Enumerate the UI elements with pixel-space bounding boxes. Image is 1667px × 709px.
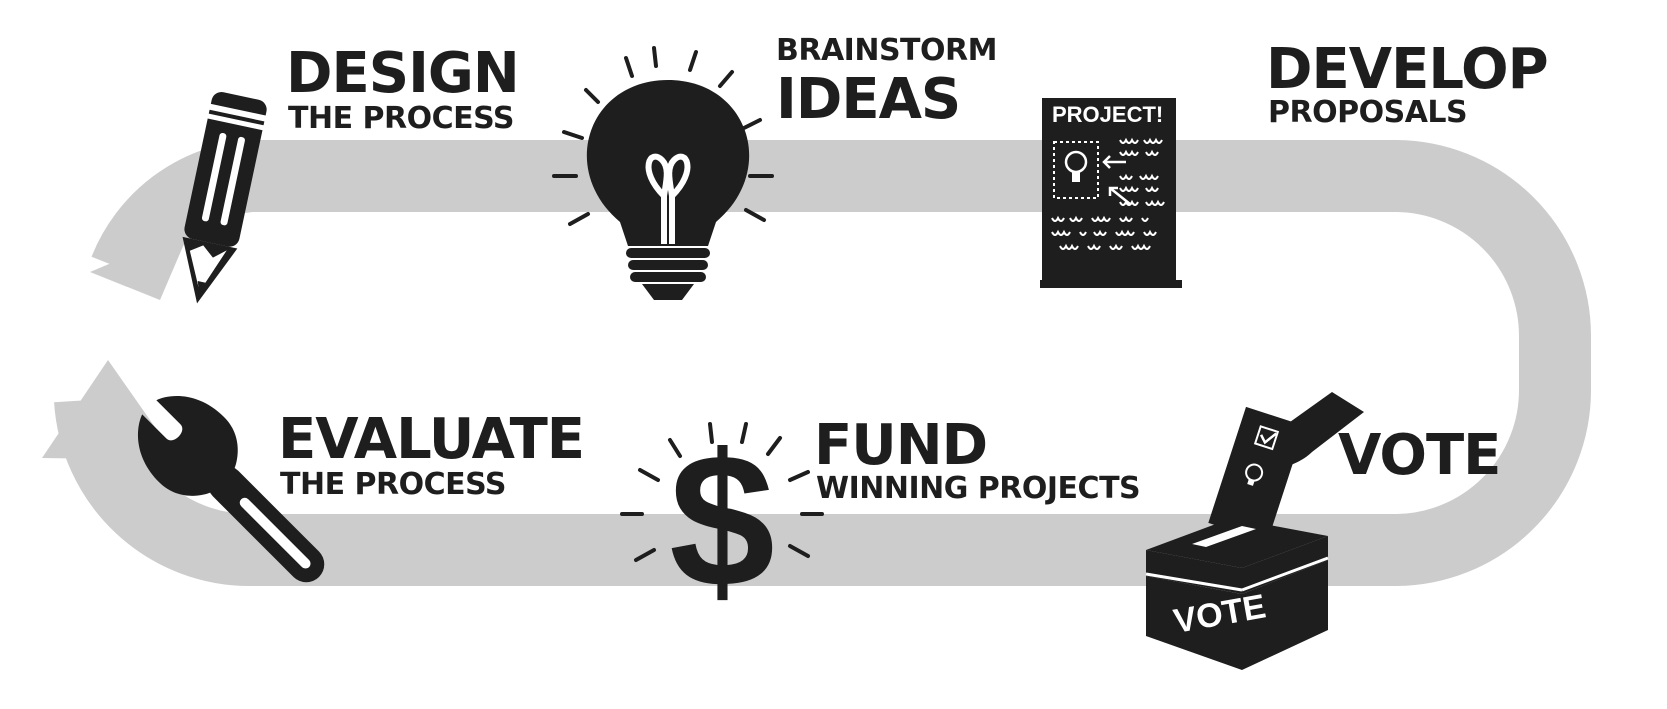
cycle-loop-band [54,140,1591,587]
brainstorm-title: IDEAS [776,67,961,132]
board-heading: PROJECT! [1052,102,1163,127]
pencil-icon [182,92,272,304]
develop-subtitle: PROPOSALS [1268,95,1468,130]
fund-subtitle: WINNING PROJECTS [816,471,1141,506]
develop-title: DEVELOP [1266,37,1549,102]
svg-text:$: $ [669,415,775,627]
evaluate-subtitle: THE PROCESS [280,467,506,502]
proposal-board-icon: PROJECT! [1040,98,1182,288]
cycle-arrowhead-upper [90,230,190,300]
fund-title: FUND [814,413,988,478]
design-title: DESIGN [286,41,520,106]
brainstorm-subtitle: BRAINSTORM [776,33,997,68]
evaluate-title: EVALUATE [278,407,585,472]
lightbulb-icon [552,46,774,300]
design-subtitle: THE PROCESS [288,101,514,136]
wrench-icon [138,396,325,583]
ballot-box-icon: VOTE [1145,392,1364,670]
dollar-icon: $ [620,415,824,627]
vote-title: VOTE [1338,423,1501,488]
